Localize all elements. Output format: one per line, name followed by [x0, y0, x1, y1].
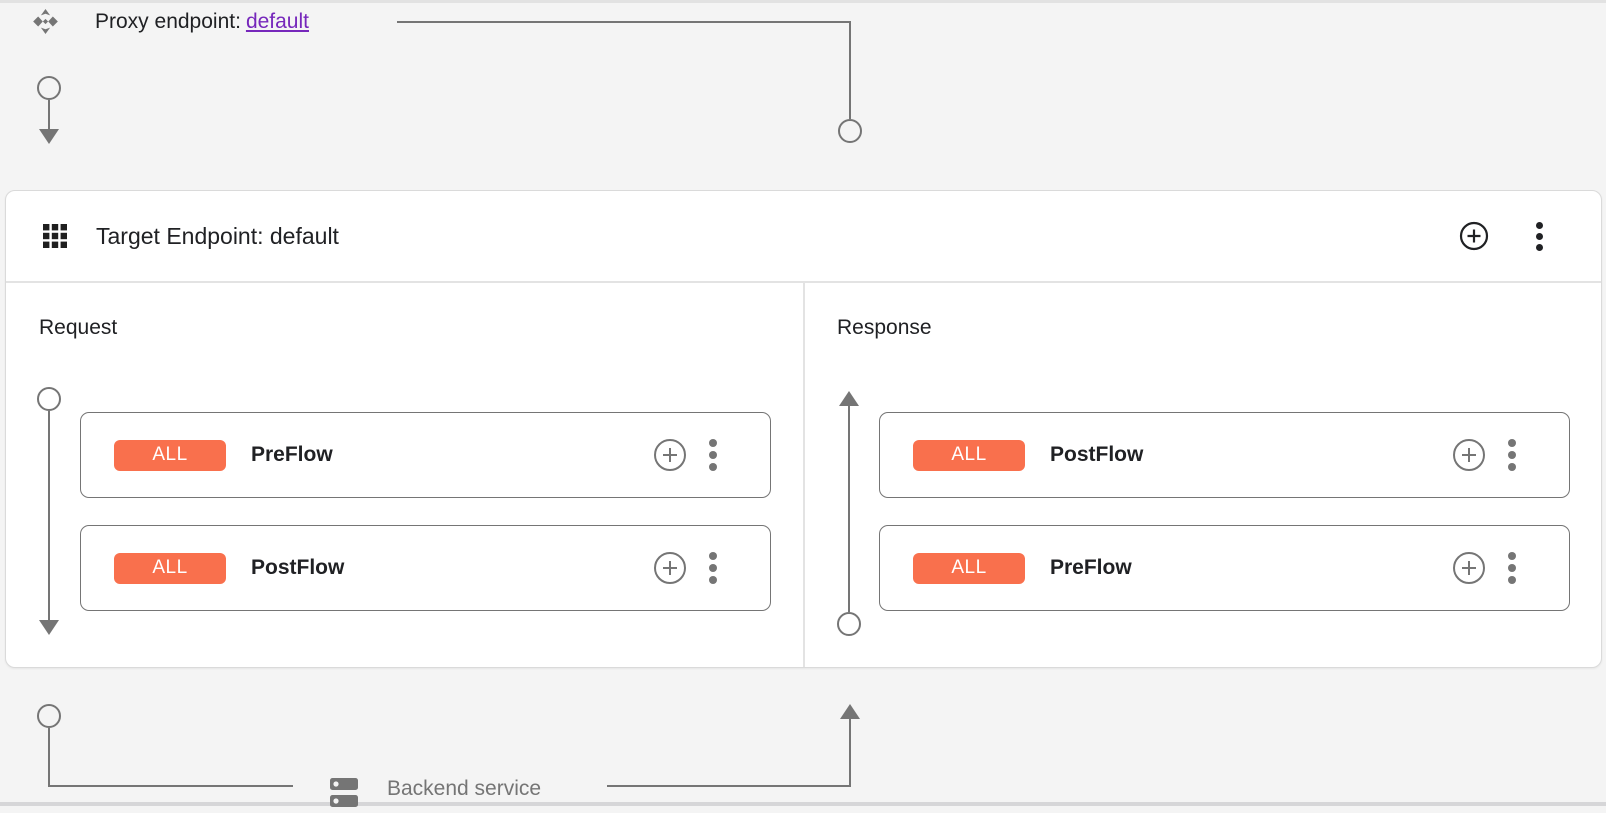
- add-policy-button[interactable]: [1452, 438, 1486, 472]
- up-arrow: [840, 704, 860, 719]
- three-dots-icon: [709, 439, 717, 471]
- three-dots-icon: [1535, 221, 1543, 251]
- request-postflow-row[interactable]: ALL PostFlow: [80, 525, 771, 611]
- pane-divider: [803, 283, 805, 667]
- three-dots-icon: [1508, 439, 1516, 471]
- flow-menu-button[interactable]: [1504, 437, 1520, 473]
- target-endpoint-menu-button[interactable]: [1530, 220, 1548, 252]
- add-policy-button[interactable]: [1452, 551, 1486, 585]
- backend-service-label: Backend service: [387, 777, 542, 800]
- request-preflow-row[interactable]: ALL PreFlow: [80, 412, 771, 498]
- request-exit-port: [37, 704, 61, 728]
- proxy-endpoint-icon: [32, 8, 59, 35]
- flow-name: PreFlow: [251, 443, 333, 466]
- down-arrow: [39, 129, 59, 144]
- proxy-to-target-connector: [397, 21, 851, 119]
- add-policy-button[interactable]: [653, 551, 687, 585]
- three-dots-icon: [709, 552, 717, 584]
- plus-circle-icon: [1453, 439, 1485, 471]
- target-endpoint-grid-icon: [43, 224, 67, 248]
- three-dots-icon: [1508, 552, 1516, 584]
- plus-circle-icon: [1459, 221, 1489, 251]
- response-preflow-row[interactable]: ALL PreFlow: [879, 525, 1570, 611]
- response-postflow-row[interactable]: ALL PostFlow: [879, 412, 1570, 498]
- flow-name: PreFlow: [1050, 556, 1132, 579]
- condition-badge: ALL: [114, 439, 226, 471]
- flow-name: PostFlow: [251, 556, 345, 579]
- target-endpoint-title: Target Endpoint: default: [96, 222, 339, 249]
- proxy-endpoint-text: Proxy endpoint:: [95, 9, 241, 33]
- bottom-edge-strip: [0, 802, 1606, 806]
- backend-service-icon: [330, 778, 358, 808]
- flow-menu-button[interactable]: [705, 550, 721, 586]
- target-endpoint-header: Target Endpoint: default: [6, 191, 1601, 283]
- condition-badge: ALL: [913, 552, 1025, 584]
- target-endpoint-card: Target Endpoint: default Request Respons…: [5, 190, 1602, 668]
- condition-badge: ALL: [114, 552, 226, 584]
- proxy-endpoint-link[interactable]: default: [245, 9, 309, 33]
- add-policy-button[interactable]: [653, 438, 687, 472]
- flow-menu-button[interactable]: [1504, 550, 1520, 586]
- proxy-endpoint-label: Proxy endpoint:default: [95, 10, 309, 34]
- plus-circle-icon: [654, 552, 686, 584]
- proxy-endpoint-node: Proxy endpoint:default: [32, 8, 309, 35]
- request-pane-title: Request: [39, 316, 118, 339]
- top-edge-strip: [0, 0, 1606, 3]
- plus-circle-icon: [1453, 552, 1485, 584]
- target-inbound-port: [838, 119, 862, 143]
- request-entry-port: [37, 76, 61, 100]
- flow-menu-button[interactable]: [705, 437, 721, 473]
- plus-circle-icon: [654, 439, 686, 471]
- condition-badge: ALL: [913, 439, 1025, 471]
- target-endpoint-add-button[interactable]: [1458, 220, 1490, 252]
- response-pane-title: Response: [837, 316, 932, 339]
- flow-name: PostFlow: [1050, 443, 1144, 466]
